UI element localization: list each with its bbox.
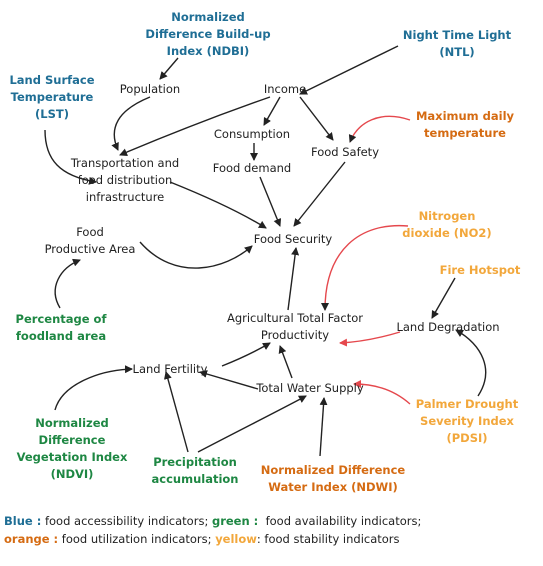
node-pdsi: Palmer Drought Severity Index (PDSI) — [415, 397, 519, 445]
arrow-population-to-transport — [111, 96, 151, 151]
legend-orange-text: food utilization indicators; — [58, 532, 216, 546]
node-ntl: Night Time Light (NTL) — [402, 28, 512, 59]
arrow-ntl-to-income — [299, 45, 399, 95]
legend-yellow-key: yellow — [215, 532, 257, 546]
arrow-lst-to-transport — [44, 129, 97, 185]
arrow-agri-tfp-to-food-security — [287, 247, 300, 311]
arrow-fire-to-land-degradation — [431, 277, 456, 319]
node-ndwi: Normalized Difference Water Index (NDWI) — [260, 463, 406, 494]
node-food-security: Food Security — [253, 232, 333, 246]
node-consumption: Consumption — [213, 127, 291, 141]
arrow-land-degradation-to-agri-tfp — [339, 331, 401, 347]
node-food-demand: Food demand — [212, 161, 292, 175]
node-ndvi: Normalized Difference Vegetation Index (… — [16, 416, 128, 481]
node-total-water-supply: Total Water Supply — [256, 381, 364, 395]
arrow-ndvi-to-land-fertility — [54, 365, 133, 411]
legend-blue-key: Blue : — [4, 514, 42, 528]
arrow-precipitation-to-land-fertility — [163, 371, 189, 453]
node-land-degradation: Land Degradation — [396, 320, 500, 334]
legend-yellow-text: : food stability indicators — [256, 532, 400, 546]
legend-green-key: green : — [211, 514, 259, 528]
arrow-pdsi-to-land-degradation — [455, 329, 487, 397]
legend-line-1: Blue : food accessibility indicators; gr… — [4, 512, 421, 530]
arrow-total-water-to-land-fertility — [199, 370, 259, 390]
node-land-fertility: Land Fertility — [132, 362, 208, 376]
node-population: Population — [119, 82, 181, 96]
arrow-nitrogen-to-land-degradation — [321, 224, 409, 311]
arrow-ndbi-to-population — [159, 57, 179, 80]
node-income: Income — [263, 82, 307, 96]
node-food-productive-area: Food Productive Area — [44, 225, 136, 256]
legend-line-2: orange : food utilization indicators; ye… — [4, 530, 400, 548]
node-transport: Transportation and food distribution inf… — [70, 156, 180, 204]
arrow-precipitation-to-total-water — [197, 395, 307, 453]
arrow-income-to-consumption — [263, 96, 281, 126]
arrow-ndwi-to-total-water — [319, 397, 328, 457]
arrow-food-demand-to-food-security — [259, 176, 282, 227]
arrow-pdsi-to-total-water — [353, 380, 411, 405]
node-max-temp: Maximum daily temperature — [415, 109, 515, 140]
arrow-total-water-to-agri-tfp — [278, 345, 293, 379]
arrow-percentage-to-food-productive — [54, 258, 81, 309]
legend-blue-text: food accessibility indicators; — [41, 514, 212, 528]
node-fire-hotspot: Fire Hotspot — [439, 263, 521, 277]
node-percentage-foodland: Percentage of foodland area — [15, 312, 107, 343]
legend-green-text: food availability indicators; — [258, 514, 422, 528]
node-nitrogen: Nitrogen dioxide (NO2) — [402, 209, 492, 240]
legend-orange-key: orange : — [4, 532, 59, 546]
node-ndbi: Normalized Difference Build-up Index (ND… — [145, 10, 271, 58]
arrow-maxtemp-to-food-safety — [348, 115, 411, 143]
node-agri-tfp: Agricultural Total Factor Productivity — [226, 311, 364, 342]
arrow-land-fertility-to-agri-tfp — [221, 342, 271, 367]
arrow-food-productive-to-food-security — [139, 241, 253, 269]
arrow-food-safety-to-food-security — [293, 161, 346, 227]
arrow-transport-to-food-security — [169, 181, 267, 229]
node-precipitation: Precipitation accumulation — [151, 455, 239, 486]
node-lst: Land Surface Temperature (LST) — [9, 73, 95, 121]
arrow-income-to-transport — [119, 96, 271, 156]
node-food-safety: Food Safety — [310, 145, 380, 159]
arrow-income-to-food-safety — [299, 96, 334, 141]
